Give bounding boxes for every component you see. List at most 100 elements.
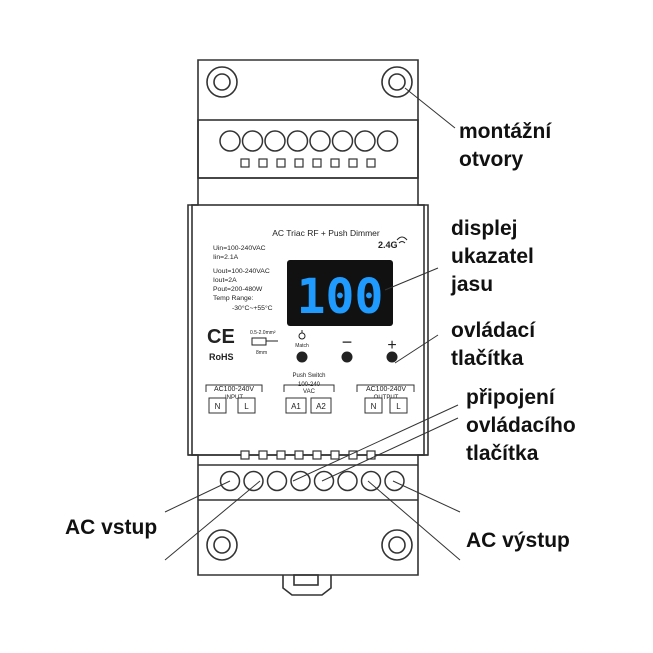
spec-list: Uin=100-240VAC Iin=2.1A Uout=100-240VAC … xyxy=(213,245,273,312)
screw-terminal-bottom xyxy=(290,470,311,492)
signal-icon xyxy=(396,236,408,244)
callout-ac-input: AC vstup xyxy=(65,514,157,542)
rohs-mark: RoHS xyxy=(209,352,234,362)
terminal-square-top xyxy=(294,158,304,168)
terminal-square-top xyxy=(258,158,268,168)
spec-line: Iout=2A xyxy=(213,277,237,284)
leader-controls xyxy=(394,334,439,364)
callout-mounting-holes: montážní otvory xyxy=(459,118,551,174)
bottom-terminal-squares xyxy=(240,450,376,460)
spec-line: Pout=200-480W xyxy=(213,286,263,293)
screw-terminal-bottom xyxy=(360,470,382,492)
top-terminal-squares xyxy=(240,158,376,168)
spec-line: -30°C~+55°C xyxy=(232,304,273,312)
screw-terminal-top xyxy=(354,130,376,152)
callout-button-connection: připojení ovládacího tlačítka xyxy=(466,384,576,468)
terminal-square-top xyxy=(312,158,322,168)
callout-line: ukazatel xyxy=(451,245,534,268)
output-terminal-l: L xyxy=(396,402,401,411)
spec-line: Uin=100-240VAC xyxy=(213,245,266,252)
mount-hole-top-left xyxy=(206,66,238,98)
leader-mounting-holes xyxy=(404,87,456,129)
terminal-square-bottom xyxy=(330,450,340,460)
top-terminal-section xyxy=(197,119,419,179)
input-title: AC100-240V xyxy=(214,386,254,393)
callout-line: displej xyxy=(451,217,518,240)
match-icon xyxy=(298,330,306,340)
screw-terminal-bottom xyxy=(219,470,241,492)
output-title: AC100-240V xyxy=(366,386,406,393)
match-label: Match xyxy=(295,343,309,349)
match-button[interactable] xyxy=(296,351,308,363)
din-clip xyxy=(282,575,332,596)
screw-terminal-top xyxy=(331,130,354,152)
leader-ac-input-b xyxy=(164,480,261,561)
wire-strip-icon xyxy=(251,337,278,346)
push-title: Push Switch xyxy=(292,373,325,379)
rf-badge: 2.4G xyxy=(378,240,398,250)
mount-hole-top-right xyxy=(381,66,413,98)
terminal-square-bottom xyxy=(276,450,286,460)
display-value: 100 xyxy=(297,269,384,325)
callout-line: otvory xyxy=(459,148,524,171)
mount-hole-bottom-right xyxy=(381,529,413,561)
plus-button[interactable] xyxy=(386,351,398,363)
leader-ac-input-a xyxy=(164,480,231,513)
callout-line: ovládací xyxy=(451,319,536,342)
screw-terminal-top xyxy=(264,130,286,152)
terminal-square-top xyxy=(366,158,376,168)
terminal-square-bottom xyxy=(294,450,304,460)
spec-line: Temp Range: xyxy=(213,295,254,302)
screw-terminal-top xyxy=(376,130,399,152)
screw-terminal-bottom xyxy=(313,470,335,492)
push-subtitle2: VAC xyxy=(303,389,316,395)
terminal-square-bottom xyxy=(312,450,322,460)
screw-terminal-bottom xyxy=(266,470,288,492)
input-terminal-n: N xyxy=(215,402,221,411)
terminal-square-bottom xyxy=(240,450,250,460)
callout-line: připojení xyxy=(466,386,555,409)
leader-display xyxy=(384,267,439,291)
leader-ac-output-a xyxy=(367,480,461,561)
mount-hole-bottom-left xyxy=(206,529,238,561)
terminal-square-top xyxy=(276,158,286,168)
front-panel xyxy=(191,204,425,456)
callout-line: AC vstup xyxy=(65,516,158,539)
callout-line: ovládacího xyxy=(466,414,576,437)
callout-controls: ovládací tlačítka xyxy=(451,317,535,373)
terminal-square-top xyxy=(348,158,358,168)
minus-label: − xyxy=(342,332,353,352)
spec-line: Iin=2.1A xyxy=(213,254,239,261)
terminal-square-bottom xyxy=(258,450,268,460)
callout-line: tlačítka xyxy=(451,347,524,370)
screw-terminal-bottom xyxy=(243,470,264,492)
screw-terminal-top xyxy=(219,130,241,152)
top-screw-terminals xyxy=(219,130,399,152)
push-terminal-a1: A1 xyxy=(291,402,301,411)
minus-button[interactable] xyxy=(341,351,353,363)
callout-ac-output: AC výstup xyxy=(466,527,570,555)
terminal-square-top xyxy=(240,158,250,168)
input-terminal-l: L xyxy=(244,402,249,411)
callout-line: montážní xyxy=(459,120,552,143)
output-subtitle: OUTPUT xyxy=(374,395,399,401)
mounting-holes xyxy=(206,66,413,561)
terminal-square-top xyxy=(330,158,340,168)
strip-length: 8mm xyxy=(256,350,267,356)
product-name: AC Triac RF + Push Dimmer xyxy=(272,228,380,238)
brightness-display xyxy=(287,260,393,326)
callout-line: AC výstup xyxy=(466,529,570,552)
plus-label: + xyxy=(387,337,396,354)
screw-terminal-top xyxy=(309,130,331,152)
leader-button-connection-a xyxy=(292,404,459,482)
push-terminal-a2: A2 xyxy=(316,402,326,411)
callout-display: displej ukazatel jasu xyxy=(451,215,534,299)
bottom-screw-terminals xyxy=(219,470,405,492)
spec-line: Uout=100-240VAC xyxy=(213,268,270,275)
screw-terminal-bottom xyxy=(384,470,405,492)
leader-lines xyxy=(164,87,461,561)
terminal-square-bottom xyxy=(366,450,376,460)
push-subtitle1: 100-240 xyxy=(298,382,321,388)
input-subtitle: INPUT xyxy=(225,395,243,401)
